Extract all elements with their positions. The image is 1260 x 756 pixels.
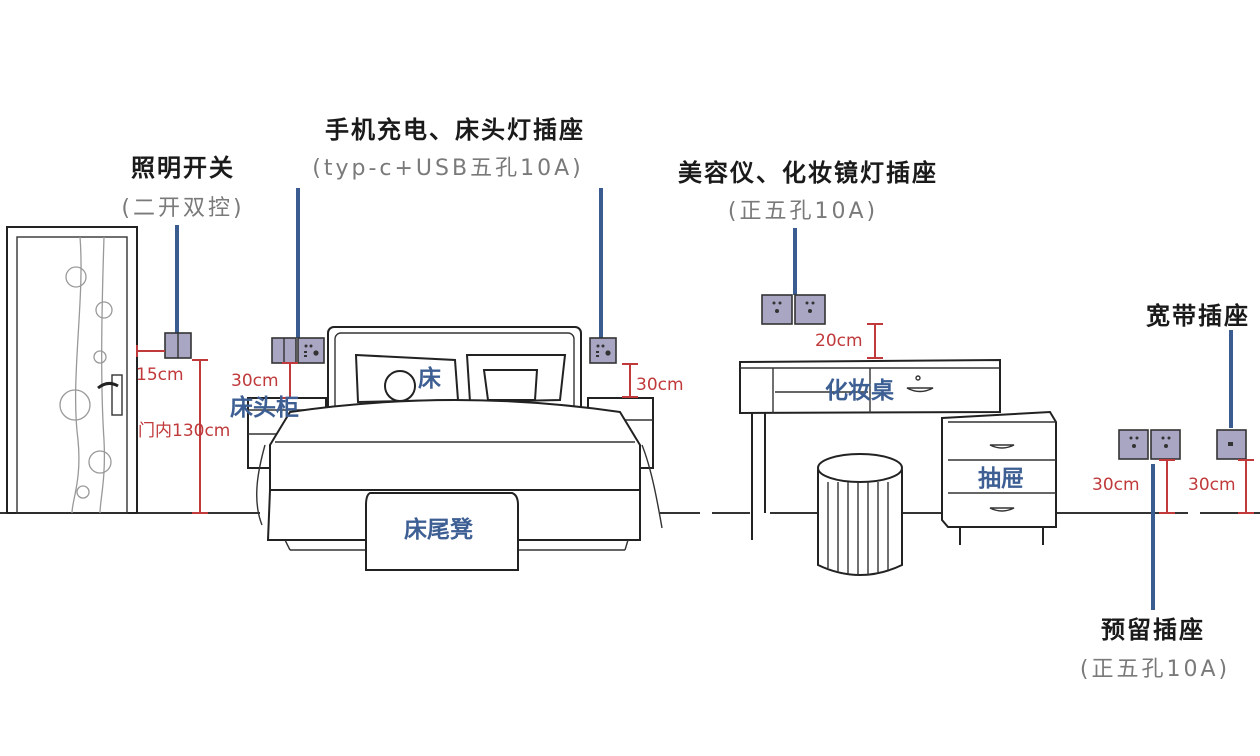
usb-socket-icon <box>589 337 617 364</box>
label-drawers: 抽屉 <box>978 466 1024 492</box>
label-bed: 床 <box>418 365 441 392</box>
vanity-desk <box>739 358 1001 540</box>
dim-broadband-height: 30cm <box>1188 475 1236 495</box>
light-switch-subtitle: (二开双控) <box>121 196 244 221</box>
dim-reserved-height: 30cm <box>1092 475 1140 495</box>
bedside-socket-title: 手机充电、床头灯插座 <box>325 116 585 144</box>
five-hole-socket-icon <box>1150 429 1181 460</box>
dim-vanity-above-desk: 20cm <box>815 331 863 351</box>
reserved-socket-title: 预留插座 <box>1101 616 1205 644</box>
drawer-cabinet <box>941 410 1057 545</box>
usb-socket-icon <box>297 337 325 364</box>
vanity-socket-subtitle: (正五孔10A) <box>728 199 878 224</box>
bedside-socket-subtitle: (typ-c+USB五孔10A) <box>312 156 583 181</box>
broadband-socket-group <box>1216 330 1254 514</box>
vanity-stool <box>817 453 903 576</box>
vanity-socket-group <box>761 228 883 359</box>
label-nightstand: 床头柜 <box>230 394 299 421</box>
reserved-socket-group <box>1118 429 1181 610</box>
bedside-socket-right-group <box>589 188 638 398</box>
door <box>6 226 138 514</box>
dim-bedside-right: 30cm <box>636 375 684 395</box>
broadband-socket-title: 宽带插座 <box>1146 302 1250 330</box>
vanity-socket-title: 美容仪、化妆镜灯插座 <box>678 159 938 187</box>
label-bench: 床尾凳 <box>404 516 473 543</box>
dim-bedside-left: 30cm <box>231 371 279 391</box>
dim-switch-height: 门内130cm <box>138 421 230 441</box>
light-switch-title: 照明开关 <box>131 154 235 182</box>
light-switch-group <box>136 225 208 514</box>
dim-switch-from-door: 15cm <box>136 365 184 385</box>
label-vanity: 化妆桌 <box>825 377 894 404</box>
door-handle-plate <box>111 374 123 416</box>
door-handle <box>97 381 119 390</box>
reserved-socket-subtitle: (正五孔10A) <box>1080 657 1230 682</box>
bedside-socket-left-group <box>271 188 325 399</box>
bench <box>365 492 519 571</box>
